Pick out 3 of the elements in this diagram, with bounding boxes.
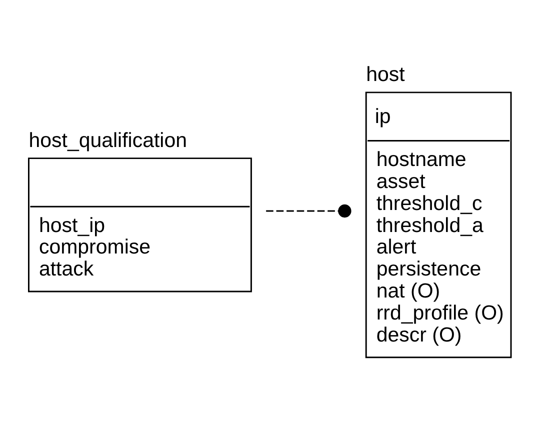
node-label: host_qualification [28, 128, 188, 152]
node-label: host [366, 62, 405, 86]
connector [266, 204, 352, 218]
